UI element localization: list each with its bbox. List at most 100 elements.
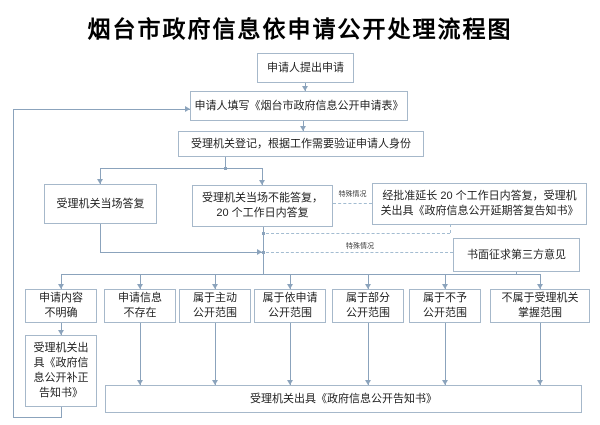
arrowhead <box>442 380 448 385</box>
arrowhead <box>259 180 265 185</box>
arrowhead <box>287 380 293 385</box>
junction-dot <box>262 251 265 254</box>
edge-label-special-case-1: 特殊情况 <box>338 191 367 198</box>
arrowhead <box>300 126 306 131</box>
arrowhead <box>212 380 218 385</box>
connector-segment <box>13 417 62 418</box>
connector-segment <box>445 323 446 385</box>
node-label-line: 告知书》 <box>39 387 83 399</box>
arrowhead <box>58 330 64 335</box>
node-cannot: 受理机关当场不能答复， 20 个工作日内答复 <box>192 185 333 227</box>
node-label-line: 受理机关出具《政府信息公开告知书》 <box>250 392 437 405</box>
node-label-line: 受理机关当场答复 <box>56 197 145 210</box>
dashed-connector <box>450 224 451 233</box>
node-notice: 受理机关出具《政府信息公开告知书》 <box>105 385 582 413</box>
node-label-line: 息公开补正 <box>33 372 89 384</box>
connector-segment <box>290 274 291 289</box>
node-label-line: 不属于受理机关 <box>501 292 579 304</box>
node-label-line: 关出具《政府信息公开延期答复告知书》 <box>380 205 579 217</box>
node-label-line: 申请人填写《烟台市政府信息公开申请表》 <box>194 99 404 112</box>
arrowhead <box>365 380 371 385</box>
arrowhead <box>58 284 64 289</box>
arrowhead <box>137 380 143 385</box>
dashed-connector <box>266 233 450 234</box>
arrowhead <box>287 284 293 289</box>
node-label-line: 受理机关当场不能答复， <box>202 192 323 204</box>
connector-segment <box>540 323 541 385</box>
node-third-party: 书面征求第三方意见 <box>453 238 580 272</box>
connector-segment <box>13 109 14 417</box>
connector-segment <box>100 168 101 184</box>
node-not-held: 不属于受理机关掌握范围 <box>490 289 590 323</box>
arrowhead <box>365 284 371 289</box>
node-extend: 经批准延长 20 个工作日内答复，受理机关出具《政府信息公开延期答复告知书》 <box>372 183 587 225</box>
dashed-connector <box>333 203 372 204</box>
node-correction: 受理机关出具《政府信息公开补正告知书》 <box>25 335 97 407</box>
connector-segment <box>61 274 541 275</box>
node-upon-request: 属于依申请公开范围 <box>254 289 326 323</box>
connector-segment <box>13 109 190 110</box>
node-label-line: 不存在 <box>123 307 157 319</box>
node-apply: 申请人提出申请 <box>257 53 354 83</box>
connector-segment <box>61 274 62 289</box>
node-label-line: 属于依申请 <box>262 292 318 304</box>
junction-dot <box>262 232 265 235</box>
node-label-line: 公开范围 <box>423 307 467 319</box>
node-label-line: 属于不予 <box>423 292 467 304</box>
edge-label-special-case-2: 特殊情况 <box>346 243 374 250</box>
arrowhead <box>537 380 543 385</box>
arrowhead <box>212 284 218 289</box>
connector-segment <box>225 157 226 168</box>
connector-segment <box>61 407 62 417</box>
node-label-line: 申请人提出申请 <box>267 61 344 74</box>
node-label-line: 书面征求第三方意见 <box>467 248 566 261</box>
node-label-line: 受理机关登记，根据工作需要验证申请人身份 <box>191 137 411 150</box>
node-label-line: 申请内容 <box>39 292 83 304</box>
node-label-line: 公开范围 <box>268 307 312 319</box>
connector-segment <box>100 224 101 252</box>
connector-segment <box>540 274 541 289</box>
connector-segment <box>215 274 216 289</box>
node-onspot: 受理机关当场答复 <box>44 184 157 224</box>
node-non-disclose: 属于不予公开范围 <box>409 289 481 323</box>
connector-segment <box>262 168 263 185</box>
node-label-line: 经批准延长 20 个工作日内答复，受理机 <box>382 190 577 202</box>
arrowhead <box>185 106 190 112</box>
flowchart-title: 烟台市政府信息依申请公开处理流程图 <box>87 17 513 42</box>
node-label-line: 公开范围 <box>193 307 237 319</box>
connector-segment <box>290 323 291 385</box>
node-label-line: 受理机关出 <box>33 342 89 354</box>
connector-segment <box>263 227 264 274</box>
connector-segment <box>100 168 263 169</box>
node-unclear: 申请内容不明确 <box>25 289 97 323</box>
arrowhead <box>537 284 543 289</box>
node-not-exist: 申请信息不存在 <box>104 289 176 323</box>
node-partial: 属于部分公开范围 <box>332 289 404 323</box>
node-label-line: 属于部分 <box>346 292 390 304</box>
connector-segment <box>368 323 369 385</box>
arrowhead <box>97 179 103 184</box>
connector-segment <box>100 252 263 253</box>
node-label-line: 属于主动 <box>193 292 237 304</box>
junction-dot <box>224 167 227 170</box>
arrowhead <box>302 86 308 91</box>
connector-segment <box>140 274 141 289</box>
node-label-line: 掌握范围 <box>518 307 562 319</box>
arrowhead <box>257 249 262 255</box>
connector-segment <box>61 323 62 335</box>
connector-segment <box>516 272 517 274</box>
node-label-line: 不明确 <box>44 307 78 319</box>
node-label-line: 公开范围 <box>346 307 390 319</box>
arrowhead <box>137 284 143 289</box>
connector-segment <box>215 323 216 385</box>
connector-segment <box>368 274 369 289</box>
arrowhead <box>442 284 448 289</box>
node-label-line: 具《政府信 <box>33 357 89 369</box>
dashed-connector <box>266 252 453 253</box>
node-form: 申请人填写《烟台市政府信息公开申请表》 <box>190 91 408 121</box>
node-label-line: 申请信息 <box>118 292 162 304</box>
connector-segment <box>140 323 141 385</box>
node-label-line: 20 个工作日内答复 <box>216 207 309 219</box>
node-register: 受理机关登记，根据工作需要验证申请人身份 <box>178 131 424 157</box>
